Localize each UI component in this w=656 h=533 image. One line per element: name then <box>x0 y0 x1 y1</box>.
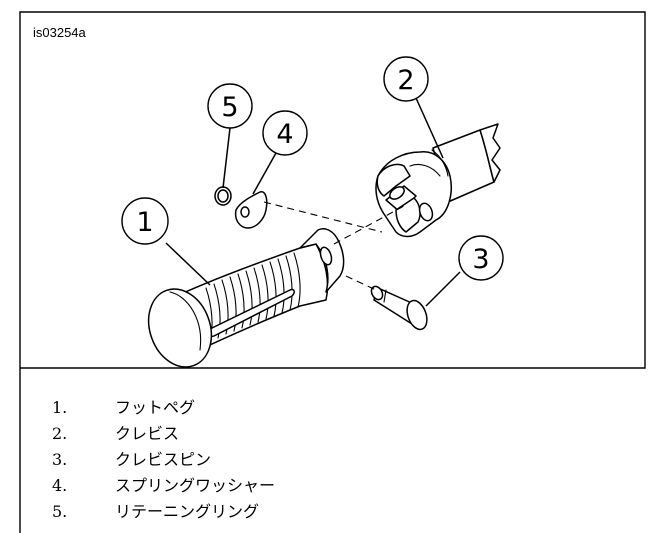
figure-frame <box>19 11 646 533</box>
part-clevis-pin <box>370 285 428 331</box>
legend-label: クレビス <box>115 424 179 443</box>
legend-index: 4. <box>52 476 67 495</box>
legend-label: リテーニングリング <box>115 502 259 521</box>
callout-1-number: 1 <box>136 207 153 238</box>
legend-label: フットペグ <box>115 398 195 417</box>
legend-row: 3. クレビスピン <box>52 450 211 469</box>
part-retaining-ring <box>214 186 232 206</box>
callout-3-number: 3 <box>472 244 489 275</box>
part-footpeg <box>147 228 345 368</box>
part-clevis <box>375 123 501 238</box>
assembly-axis-lines <box>263 201 405 291</box>
callout-5-number: 5 <box>221 92 238 123</box>
callout-4-number: 4 <box>276 119 293 150</box>
callout-2: 2 <box>383 56 444 159</box>
part-spring-washer <box>234 191 268 229</box>
callout-1: 1 <box>121 197 211 286</box>
legend-index: 2. <box>52 424 67 443</box>
legend-index: 3. <box>52 450 67 469</box>
legend-label: スプリングワッシャー <box>115 476 275 495</box>
legend-row: 4. スプリングワッシャー <box>52 476 275 495</box>
legend-index: 1. <box>52 398 67 417</box>
parts-legend: 1. フットペグ 2. クレビス 3. クレビスピン 4. スプリングワッシャー… <box>52 398 275 521</box>
callout-5: 5 <box>207 83 253 189</box>
figure-id: is03254a <box>33 25 87 40</box>
callout-4: 4 <box>252 110 308 195</box>
callout-2-number: 2 <box>397 65 414 96</box>
legend-row: 5. リテーニングリング <box>52 502 259 521</box>
legend-row: 2. クレビス <box>52 424 179 443</box>
callout-3: 3 <box>425 235 504 307</box>
legend-index: 5. <box>52 502 67 521</box>
legend-label: クレビスピン <box>115 450 211 469</box>
legend-row: 1. フットペグ <box>52 398 195 417</box>
